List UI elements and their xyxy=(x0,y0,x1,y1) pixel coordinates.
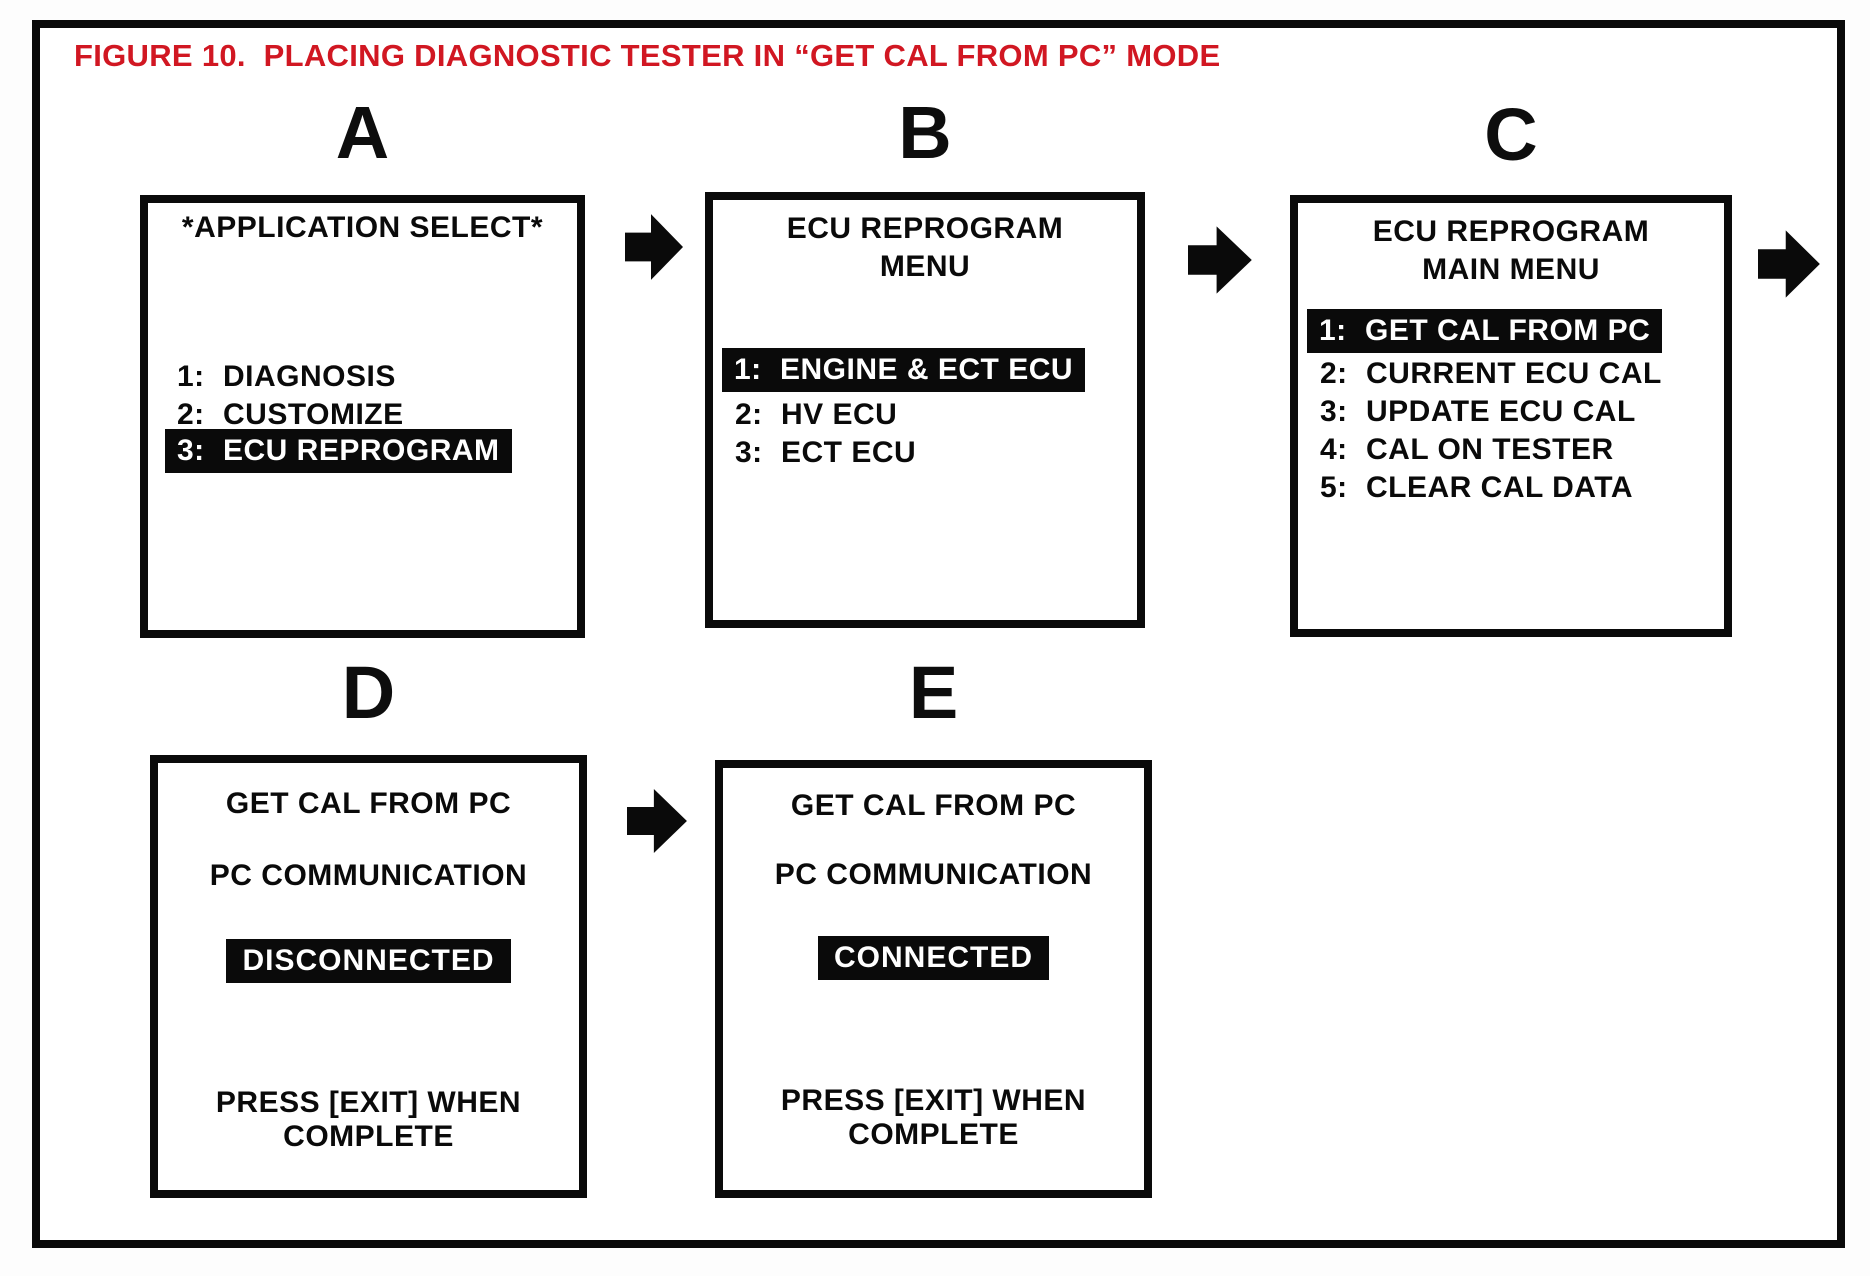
arrow-c-continue-icon xyxy=(1758,224,1822,304)
screen-c-title: ECU REPROGRAM MAIN MENU xyxy=(1298,213,1724,289)
panel-e-label: E xyxy=(908,651,959,734)
menu-item-label: ENGINE & ECT ECU xyxy=(780,353,1074,386)
tester-screen-e: GET CAL FROM PC PC COMMUNICATION CONNECT… xyxy=(715,760,1152,1198)
panel-d-label: D xyxy=(341,651,396,734)
menu-item-label: CLEAR CAL DATA xyxy=(1366,471,1633,504)
menu-item-number: 1: xyxy=(1319,314,1347,347)
panel-a-label: A xyxy=(335,91,390,174)
arrow-a-to-b-icon xyxy=(625,208,685,286)
arrow-b-to-c-icon xyxy=(1188,220,1254,300)
menu-item-label: CAL ON TESTER xyxy=(1366,433,1614,466)
screen-d-footer-line2: COMPLETE xyxy=(283,1120,454,1153)
menu-item: 5: CLEAR CAL DATA xyxy=(1320,469,1633,507)
screen-d-status-wrap: DISCONNECTED xyxy=(158,939,579,983)
tester-screen-c: ECU REPROGRAM MAIN MENU 1: GET CAL FROM P… xyxy=(1290,195,1732,637)
menu-item: 2: CUSTOMIZE xyxy=(177,396,404,434)
menu-item: 1: DIAGNOSIS xyxy=(177,358,396,396)
panel-b-label: B xyxy=(898,91,952,174)
screen-e-line2: PC COMMUNICATION xyxy=(774,858,1093,891)
screen-c-title-line1: ECU REPROGRAM xyxy=(1372,215,1650,248)
menu-item: 4: CAL ON TESTER xyxy=(1320,431,1614,469)
menu-item-label: GET CAL FROM PC xyxy=(1365,314,1651,347)
menu-item-number: 4: xyxy=(1320,433,1348,466)
menu-item: 3: ECT ECU xyxy=(735,434,916,472)
menu-item-number: 3: xyxy=(735,436,763,469)
tester-screen-b: ECU REPROGRAM MENU 1: ENGINE & ECT ECU 2:… xyxy=(705,192,1145,628)
figure-title: FIGURE 10. PLACING DIAGNOSTIC TESTER IN … xyxy=(74,38,1221,73)
screen-e-footer-line2: COMPLETE xyxy=(848,1118,1019,1151)
menu-item-number: 2: xyxy=(1320,357,1348,390)
screen-e-line1: GET CAL FROM PC xyxy=(790,789,1077,822)
screen-b-title-line2: MENU xyxy=(879,250,971,283)
screen-d-footer-line1: PRESS [EXIT] WHEN xyxy=(215,1086,522,1119)
screen-e-status-wrap: CONNECTED xyxy=(723,936,1144,980)
screen-a-title: *APPLICATION SELECT* xyxy=(181,211,544,244)
tester-screen-a: *APPLICATION SELECT* 1: DIAGNOSIS 2: CUSTO… xyxy=(140,195,585,638)
menu-item: 3: UPDATE ECU CAL xyxy=(1320,393,1636,431)
menu-item-number: 3: xyxy=(177,434,205,467)
menu-item: 2: CURRENT ECU CAL xyxy=(1320,355,1662,393)
screen-b-title-line1: ECU REPROGRAM xyxy=(786,212,1064,245)
screen-c-title-line2: MAIN MENU xyxy=(1422,253,1600,286)
menu-item-label: DIAGNOSIS xyxy=(223,360,396,393)
menu-item-label: UPDATE ECU CAL xyxy=(1366,395,1636,428)
screen-b-title: ECU REPROGRAM MENU xyxy=(713,210,1137,286)
menu-item-number: 5: xyxy=(1320,471,1348,504)
menu-item-number: 1: xyxy=(177,360,205,393)
menu-item-selected: 1: ENGINE & ECT ECU xyxy=(722,348,1086,392)
status-badge: DISCONNECTED xyxy=(226,939,511,983)
menu-item-label: CURRENT ECU CAL xyxy=(1366,357,1662,390)
menu-item-selected: 3: ECU REPROGRAM xyxy=(165,429,512,473)
menu-item-number: 1: xyxy=(734,353,762,386)
screen-e-footer-line1: PRESS [EXIT] WHEN xyxy=(780,1084,1087,1117)
menu-item-label: ECU REPROGRAM xyxy=(223,434,500,467)
menu-item-number: 2: xyxy=(177,398,205,431)
menu-item-selected: 1: GET CAL FROM PC xyxy=(1307,309,1663,353)
menu-item: 2: HV ECU xyxy=(735,396,897,434)
screen-d-line2: PC COMMUNICATION xyxy=(209,859,528,892)
menu-item-label: HV ECU xyxy=(781,398,898,431)
menu-item-number: 2: xyxy=(735,398,763,431)
tester-screen-d: GET CAL FROM PC PC COMMUNICATION DISCONN… xyxy=(150,755,587,1198)
menu-item-label: ECT ECU xyxy=(781,436,917,469)
menu-item-label: CUSTOMIZE xyxy=(223,398,404,431)
arrow-d-to-e-icon xyxy=(627,783,689,859)
menu-item-number: 3: xyxy=(1320,395,1348,428)
screen-d-line1: GET CAL FROM PC xyxy=(225,787,512,820)
status-badge: CONNECTED xyxy=(817,936,1049,980)
panel-c-label: C xyxy=(1484,93,1538,176)
